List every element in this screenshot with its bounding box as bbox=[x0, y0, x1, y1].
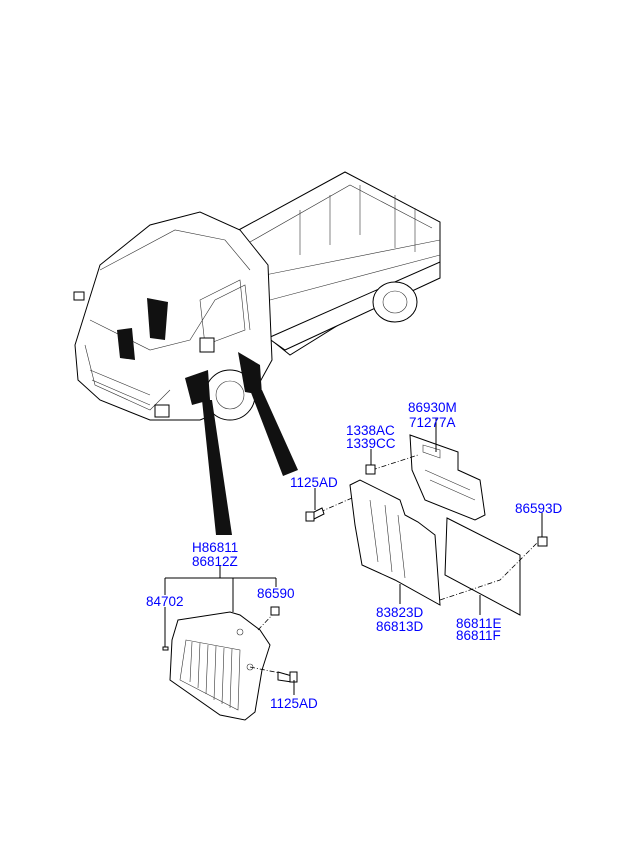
bolt-86590[interactable] bbox=[270, 606, 280, 616]
part-label-1125AD-upper[interactable]: 1125AD bbox=[290, 475, 338, 490]
part-label-86590[interactable]: 86590 bbox=[257, 586, 295, 601]
part-label-83823D[interactable]: 83823D bbox=[376, 605, 424, 620]
part-label-86930M[interactable]: 86930M bbox=[408, 400, 457, 415]
mud-flap-part-86930M[interactable] bbox=[409, 434, 486, 521]
nut-1338AC[interactable] bbox=[365, 464, 376, 475]
mud-guard-part-83823D[interactable] bbox=[349, 479, 441, 606]
part-label-71277A[interactable]: 71277A bbox=[409, 415, 456, 430]
clip-84702[interactable] bbox=[162, 646, 169, 651]
truck-illustration bbox=[73, 171, 441, 535]
part-label-86812Z[interactable]: 86812Z bbox=[192, 554, 238, 569]
mud-flap-plate-86811E[interactable] bbox=[444, 517, 521, 616]
part-label-86813D[interactable]: 86813D bbox=[376, 619, 424, 634]
bolt-1125AD-lower[interactable] bbox=[277, 671, 298, 683]
bolt-1125AD-upper[interactable] bbox=[305, 507, 325, 522]
part-label-86811F[interactable]: 86811F bbox=[456, 628, 501, 643]
part-label-1338AC[interactable]: 1338AC bbox=[346, 423, 395, 438]
part-label-1339CC[interactable]: 1339CC bbox=[346, 436, 396, 451]
part-label-86811E[interactable]: 86811E bbox=[456, 616, 502, 631]
part-label-H86811[interactable]: H86811 bbox=[192, 540, 238, 555]
front-mud-guard-part[interactable] bbox=[169, 611, 271, 721]
part-label-84702[interactable]: 84702 bbox=[146, 594, 184, 609]
bolt-86593D[interactable] bbox=[537, 536, 548, 547]
part-label-86593D[interactable]: 86593D bbox=[515, 501, 563, 516]
part-label-1125AD-lower[interactable]: 1125AD bbox=[270, 696, 318, 711]
